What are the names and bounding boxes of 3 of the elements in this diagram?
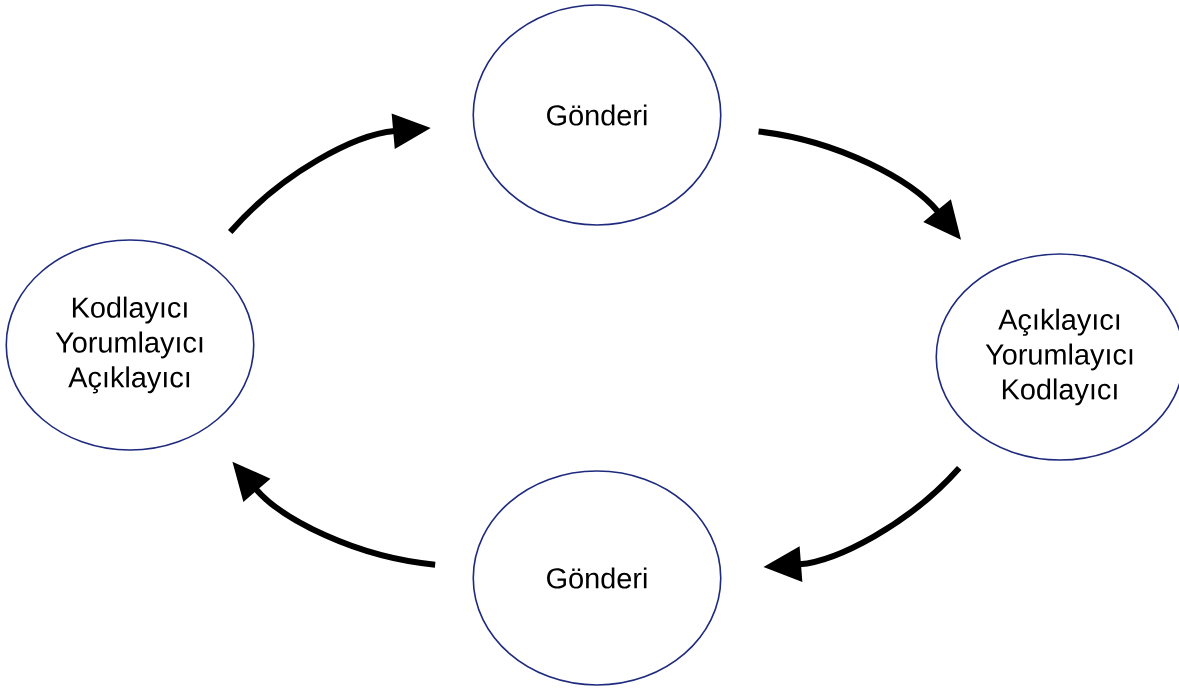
circle-node: Gönderi <box>472 4 722 226</box>
circle-node: Gönderi <box>472 470 722 686</box>
circle-node: Kodlayıcı Yorumlayıcı Açıklayıcı <box>5 239 255 451</box>
